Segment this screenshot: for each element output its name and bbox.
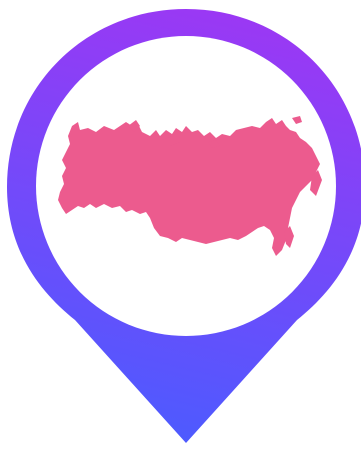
map-island-north-3	[208, 140, 220, 148]
russia-map-silhouette	[58, 118, 320, 256]
map-island-north-1	[128, 120, 140, 132]
map-island-sakhalin	[284, 226, 294, 248]
map-island-north-2	[162, 136, 180, 146]
map-kamchatka	[310, 170, 322, 196]
map-island-northeast	[292, 116, 302, 124]
